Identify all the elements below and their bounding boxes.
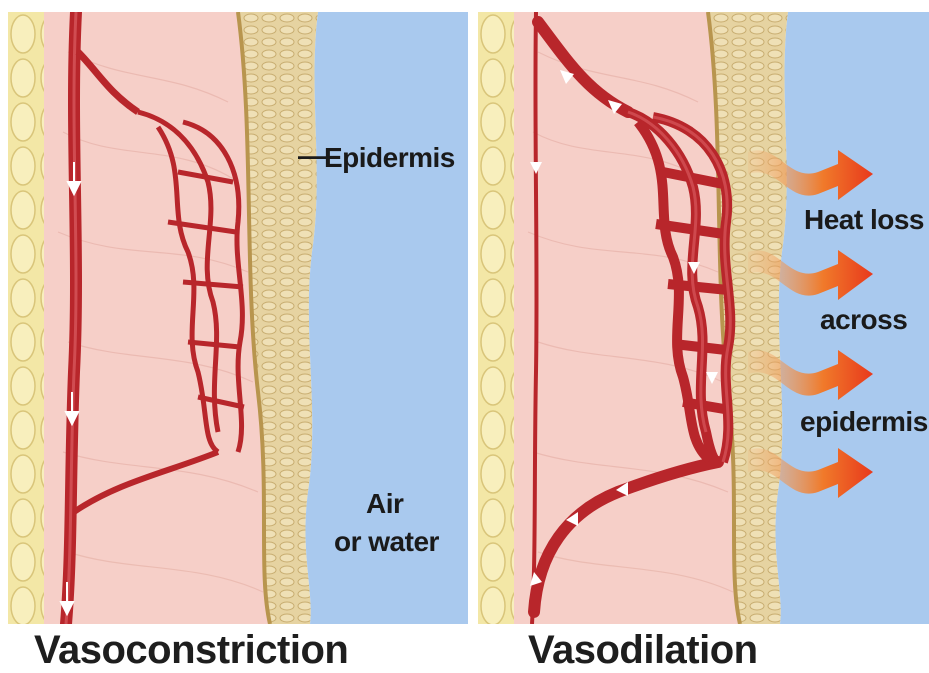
epidermis-pointer: — xyxy=(298,140,326,172)
air-label: Air xyxy=(366,488,403,520)
epidermis-heat-label: epidermis xyxy=(800,406,928,438)
vasodilation-caption: Vasodilation xyxy=(528,628,758,673)
vasoconstriction-caption: Vasoconstriction xyxy=(34,628,348,673)
across-label: across xyxy=(820,304,907,336)
vasodilation-panel: Heat loss across epidermis xyxy=(478,12,929,624)
fat-layer xyxy=(8,12,48,624)
heat-loss-label: Heat loss xyxy=(804,204,924,236)
vasoconstriction-panel: — Epidermis Air or water xyxy=(8,12,468,624)
or-water-label: or water xyxy=(334,526,439,558)
dermis-layer xyxy=(514,12,740,624)
fat-layer xyxy=(478,12,518,624)
epidermis-label: Epidermis xyxy=(324,142,455,174)
